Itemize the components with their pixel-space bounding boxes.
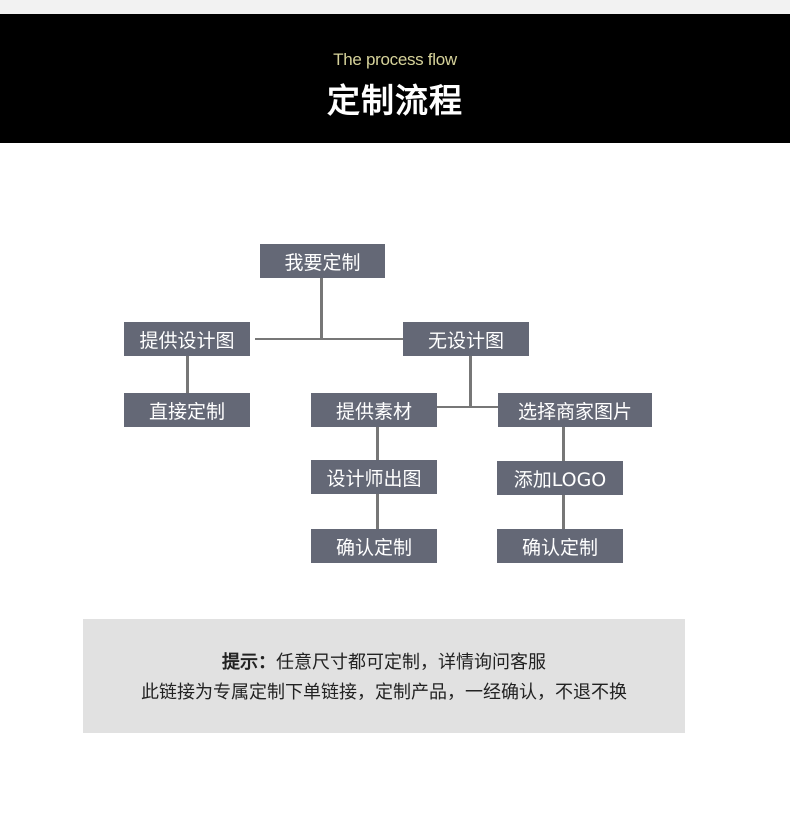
connector-material-2 xyxy=(376,494,379,529)
connector-merchant-2 xyxy=(562,495,565,529)
node-add-logo: 添加LOGO xyxy=(497,461,623,495)
node-provide-material: 提供素材 xyxy=(311,393,437,427)
notice-line-1: 提示：任意尺寸都可定制，详情询问客服 xyxy=(83,648,685,674)
notice-text-1: 任意尺寸都可定制，详情询问客服 xyxy=(276,652,546,673)
node-no-design: 无设计图 xyxy=(403,322,529,356)
node-direct-custom: 直接定制 xyxy=(124,393,250,427)
notice-box: 提示：任意尺寸都可定制，详情询问客服 此链接为专属定制下单链接，定制产品，一经确… xyxy=(83,619,685,733)
node-has-design: 提供设计图 xyxy=(124,322,250,356)
notice-line-2: 此链接为专属定制下单链接，定制产品，一经确认，不退不换 xyxy=(141,682,627,703)
connector-root-horizontal xyxy=(255,338,403,340)
connector-root-down xyxy=(320,278,323,340)
node-confirm-right: 确认定制 xyxy=(497,529,623,563)
node-root: 我要定制 xyxy=(260,244,385,278)
node-confirm-left: 确认定制 xyxy=(311,529,437,563)
notice-label: 提示： xyxy=(222,652,276,673)
connector-left-down xyxy=(186,356,189,393)
header-banner: The process flow 定制流程 xyxy=(0,14,790,143)
top-strip xyxy=(0,0,790,14)
connector-material-1 xyxy=(376,427,379,460)
page-title: 定制流程 xyxy=(327,81,463,120)
node-designer-draft: 设计师出图 xyxy=(311,460,437,494)
connector-right-horizontal xyxy=(437,406,498,408)
connector-right-down xyxy=(469,356,472,407)
node-choose-merchant-image: 选择商家图片 xyxy=(498,393,652,427)
header-subtitle: The process flow xyxy=(333,50,457,69)
connector-merchant-1 xyxy=(562,427,565,461)
